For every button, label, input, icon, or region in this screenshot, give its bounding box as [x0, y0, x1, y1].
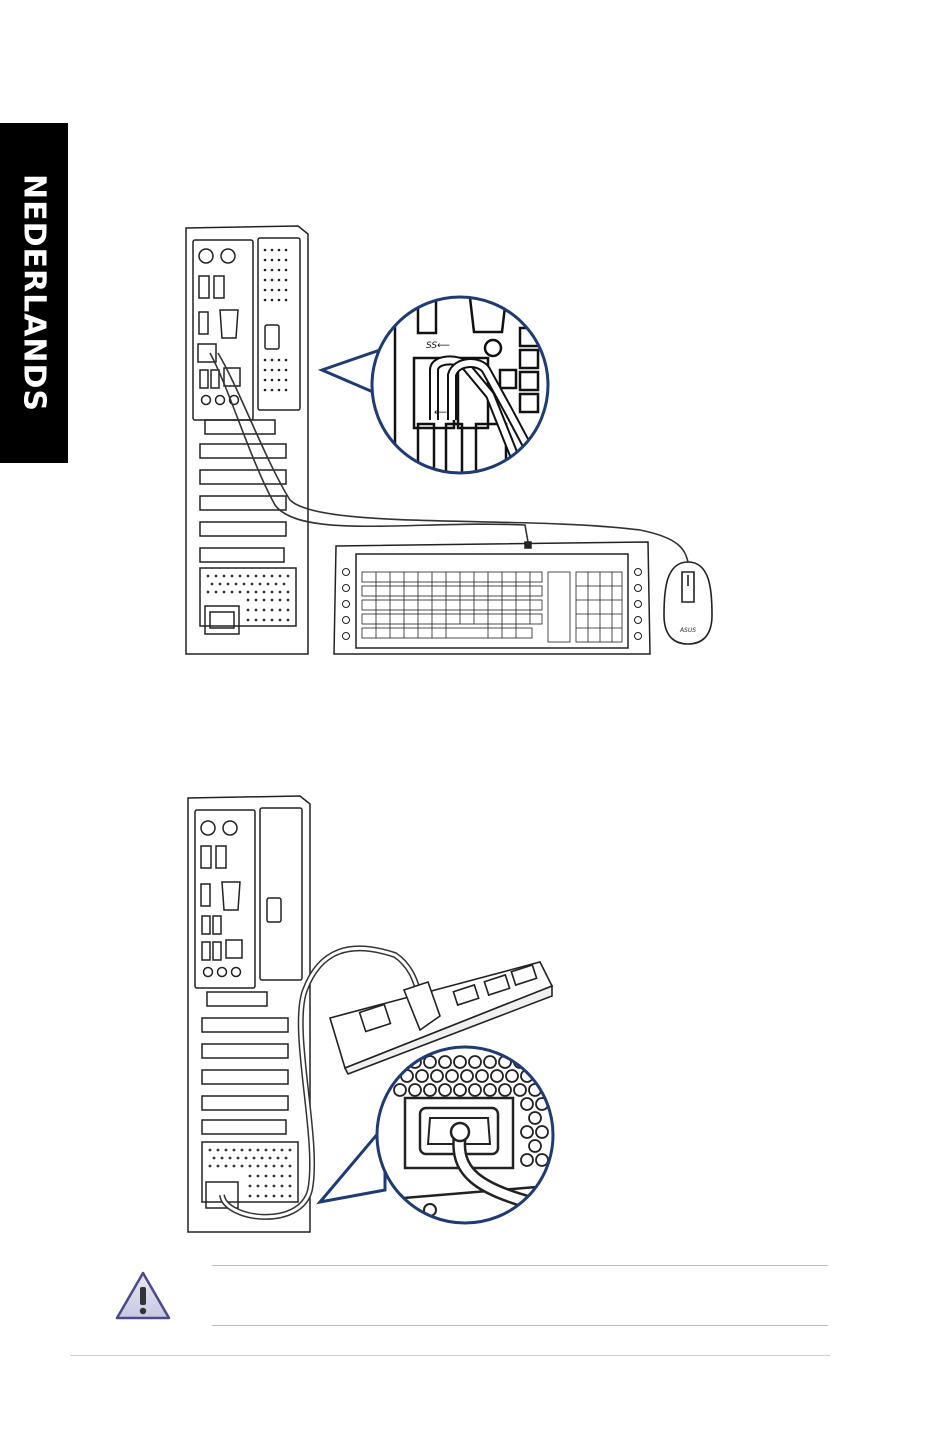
- usb-port-label: ⟵: [434, 408, 447, 418]
- warning-text: [212, 1280, 828, 1310]
- pc-tower-rear: [186, 226, 308, 654]
- warning-bottom-rule: [212, 1325, 828, 1326]
- mouse-brand-logo: ASUS: [679, 627, 696, 634]
- tower-grill-pattern-2: [209, 1149, 292, 1198]
- keyboard-mouse-connection-figure: SS⟵ ⟵ ASUS: [0, 220, 950, 660]
- power-connection-figure: [0, 790, 950, 1240]
- keyboard: [334, 542, 650, 654]
- warning-top-rule: [212, 1265, 828, 1266]
- tower-grill-pattern: [207, 575, 290, 622]
- warning-triangle-icon: [114, 1270, 172, 1322]
- usb3-port-label: SS⟵: [426, 341, 450, 351]
- usb-port-zoom-callout: SS⟵ ⟵: [322, 290, 560, 490]
- footer-rule: [70, 1355, 830, 1356]
